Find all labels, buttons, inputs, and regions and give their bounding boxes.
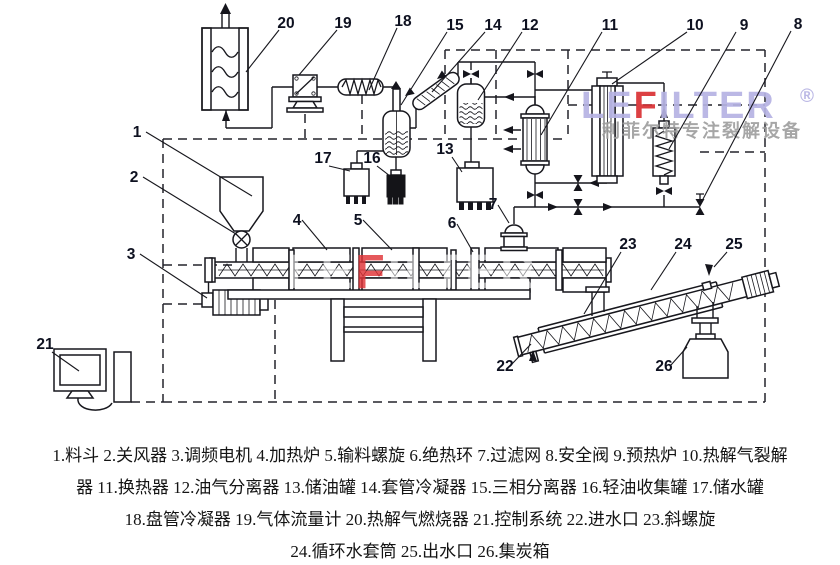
component-label-20: 20: [277, 15, 294, 32]
heat-exchanger: [520, 96, 550, 175]
component-label-13: 13: [436, 141, 454, 158]
component-label-7: 7: [489, 196, 498, 213]
label-leader-6: [456, 223, 474, 253]
component-label-21: 21: [36, 336, 54, 353]
heating-furnace-blocks: [252, 247, 607, 293]
component-label-26: 26: [655, 358, 673, 375]
component-label-24: 24: [674, 236, 692, 253]
label-leader-26: [670, 346, 688, 366]
component-label-9: 9: [740, 17, 749, 34]
component-label-12: 12: [521, 17, 538, 34]
label-leader-25: [713, 251, 728, 268]
control-system-computer: [53, 348, 132, 411]
label-leader-3: [139, 253, 208, 299]
label-leader-21: [51, 351, 80, 372]
pyrolysis-gas-cracker: [591, 71, 624, 184]
oil-storage-tank: [456, 161, 494, 210]
component-label-10: 10: [686, 17, 703, 34]
brand-tagline: 利菲尔特专注裂解设备: [602, 120, 802, 141]
component-label-23: 23: [619, 236, 637, 253]
valve-icon-preheater: [656, 187, 672, 195]
water-storage-tank: [343, 162, 370, 204]
component-label-6: 6: [448, 215, 457, 232]
inclined-screw-conveyor: [512, 264, 781, 364]
label-leader-4: [301, 219, 328, 251]
pyrolysis-gas-burner: [201, 3, 249, 111]
component-label-5: 5: [354, 212, 363, 229]
label-leader-14: [431, 31, 486, 93]
label-leader-22: [510, 343, 532, 366]
component-label-11: 11: [602, 17, 619, 34]
label-leader-5: [362, 219, 393, 251]
gas-flow-meter: [286, 74, 324, 113]
valve-icons: [463, 70, 705, 215]
label-leader-16: [376, 165, 391, 177]
label-leader-24: [650, 251, 677, 291]
label-leader-2: [142, 176, 237, 235]
label-leader-9: [668, 31, 737, 150]
feed-hopper: [219, 176, 264, 232]
component-label-15: 15: [446, 17, 464, 34]
valve-icon-bypass: [527, 191, 543, 199]
component-label-2: 2: [130, 169, 139, 186]
component-label-14: 14: [484, 17, 502, 34]
component-label-3: 3: [127, 246, 136, 263]
valve-icon-vessel12-top: [463, 70, 479, 78]
reactor-support-stand: [227, 289, 531, 362]
preheating-furnace: [652, 120, 676, 185]
label-leader-7: [497, 204, 510, 224]
legend-line-3: 18.盘管冷凝器 19.气体流量计 20.热解气燃烧器 21.控制系统 22.进…: [124, 510, 716, 529]
label-leader-8: [701, 30, 792, 202]
label-leader-19: [298, 29, 338, 76]
valve-icon-hx-top: [527, 70, 543, 78]
component-label-18: 18: [394, 13, 412, 30]
coil-condenser: [337, 77, 384, 97]
filter-screen: [500, 224, 528, 252]
legend-line-4: 24.循环水套筒 25.出水口 26.集炭箱: [290, 542, 550, 561]
legend-line-2: 器 11.换热器 12.油气分离器 13.储油罐 14.套管冷凝器 15.三相分…: [76, 478, 764, 497]
process-piping: [222, 61, 700, 224]
label-leader-20: [245, 29, 280, 73]
component-label-25: 25: [725, 236, 743, 253]
registered-mark-icon: ®: [800, 86, 814, 107]
safety-valve-icon: [695, 193, 705, 215]
legend-line-1: 1.料斗 2.关风器 3.调频电机 4.加热炉 5.输料螺旋 6.绝热环 7.过…: [52, 446, 788, 465]
label-leader-12: [477, 31, 523, 101]
label-leader-15: [400, 31, 448, 106]
label-leader-17: [328, 165, 351, 172]
label-leader-10: [611, 31, 688, 85]
label-leader-1: [145, 131, 253, 197]
label-leader-23: [583, 251, 622, 315]
label-leader-11: [540, 31, 603, 136]
label-leader-13: [451, 156, 463, 173]
component-label-22: 22: [496, 358, 513, 375]
component-label-1: 1: [133, 124, 142, 141]
label-leader-18: [368, 27, 398, 91]
three-phase-separator: [382, 81, 411, 158]
valve-icon-L1: [573, 175, 583, 191]
component-label-8: 8: [794, 16, 803, 33]
watermark-logo: LEFILTER ® 利菲尔特专注裂解设备: [581, 85, 814, 141]
valve-icon-L2: [573, 199, 583, 215]
pyrolysis-flow-diagram: LEFILTER LEFILTER ® 利菲尔特专注裂解设备 123456789…: [36, 3, 814, 411]
watermark-faint-brand: LEFILTER: [288, 246, 538, 299]
component-label-16: 16: [363, 150, 381, 167]
rotary-airlock: [232, 230, 251, 262]
component-label-17: 17: [314, 150, 331, 167]
component-label-19: 19: [334, 15, 352, 32]
component-label-4: 4: [293, 212, 302, 229]
brand-wordmark: LEFILTER: [581, 85, 776, 127]
light-oil-collection-tank: [386, 169, 406, 205]
oil-gas-separator: [456, 78, 486, 128]
carbon-collection-box: [682, 302, 729, 379]
